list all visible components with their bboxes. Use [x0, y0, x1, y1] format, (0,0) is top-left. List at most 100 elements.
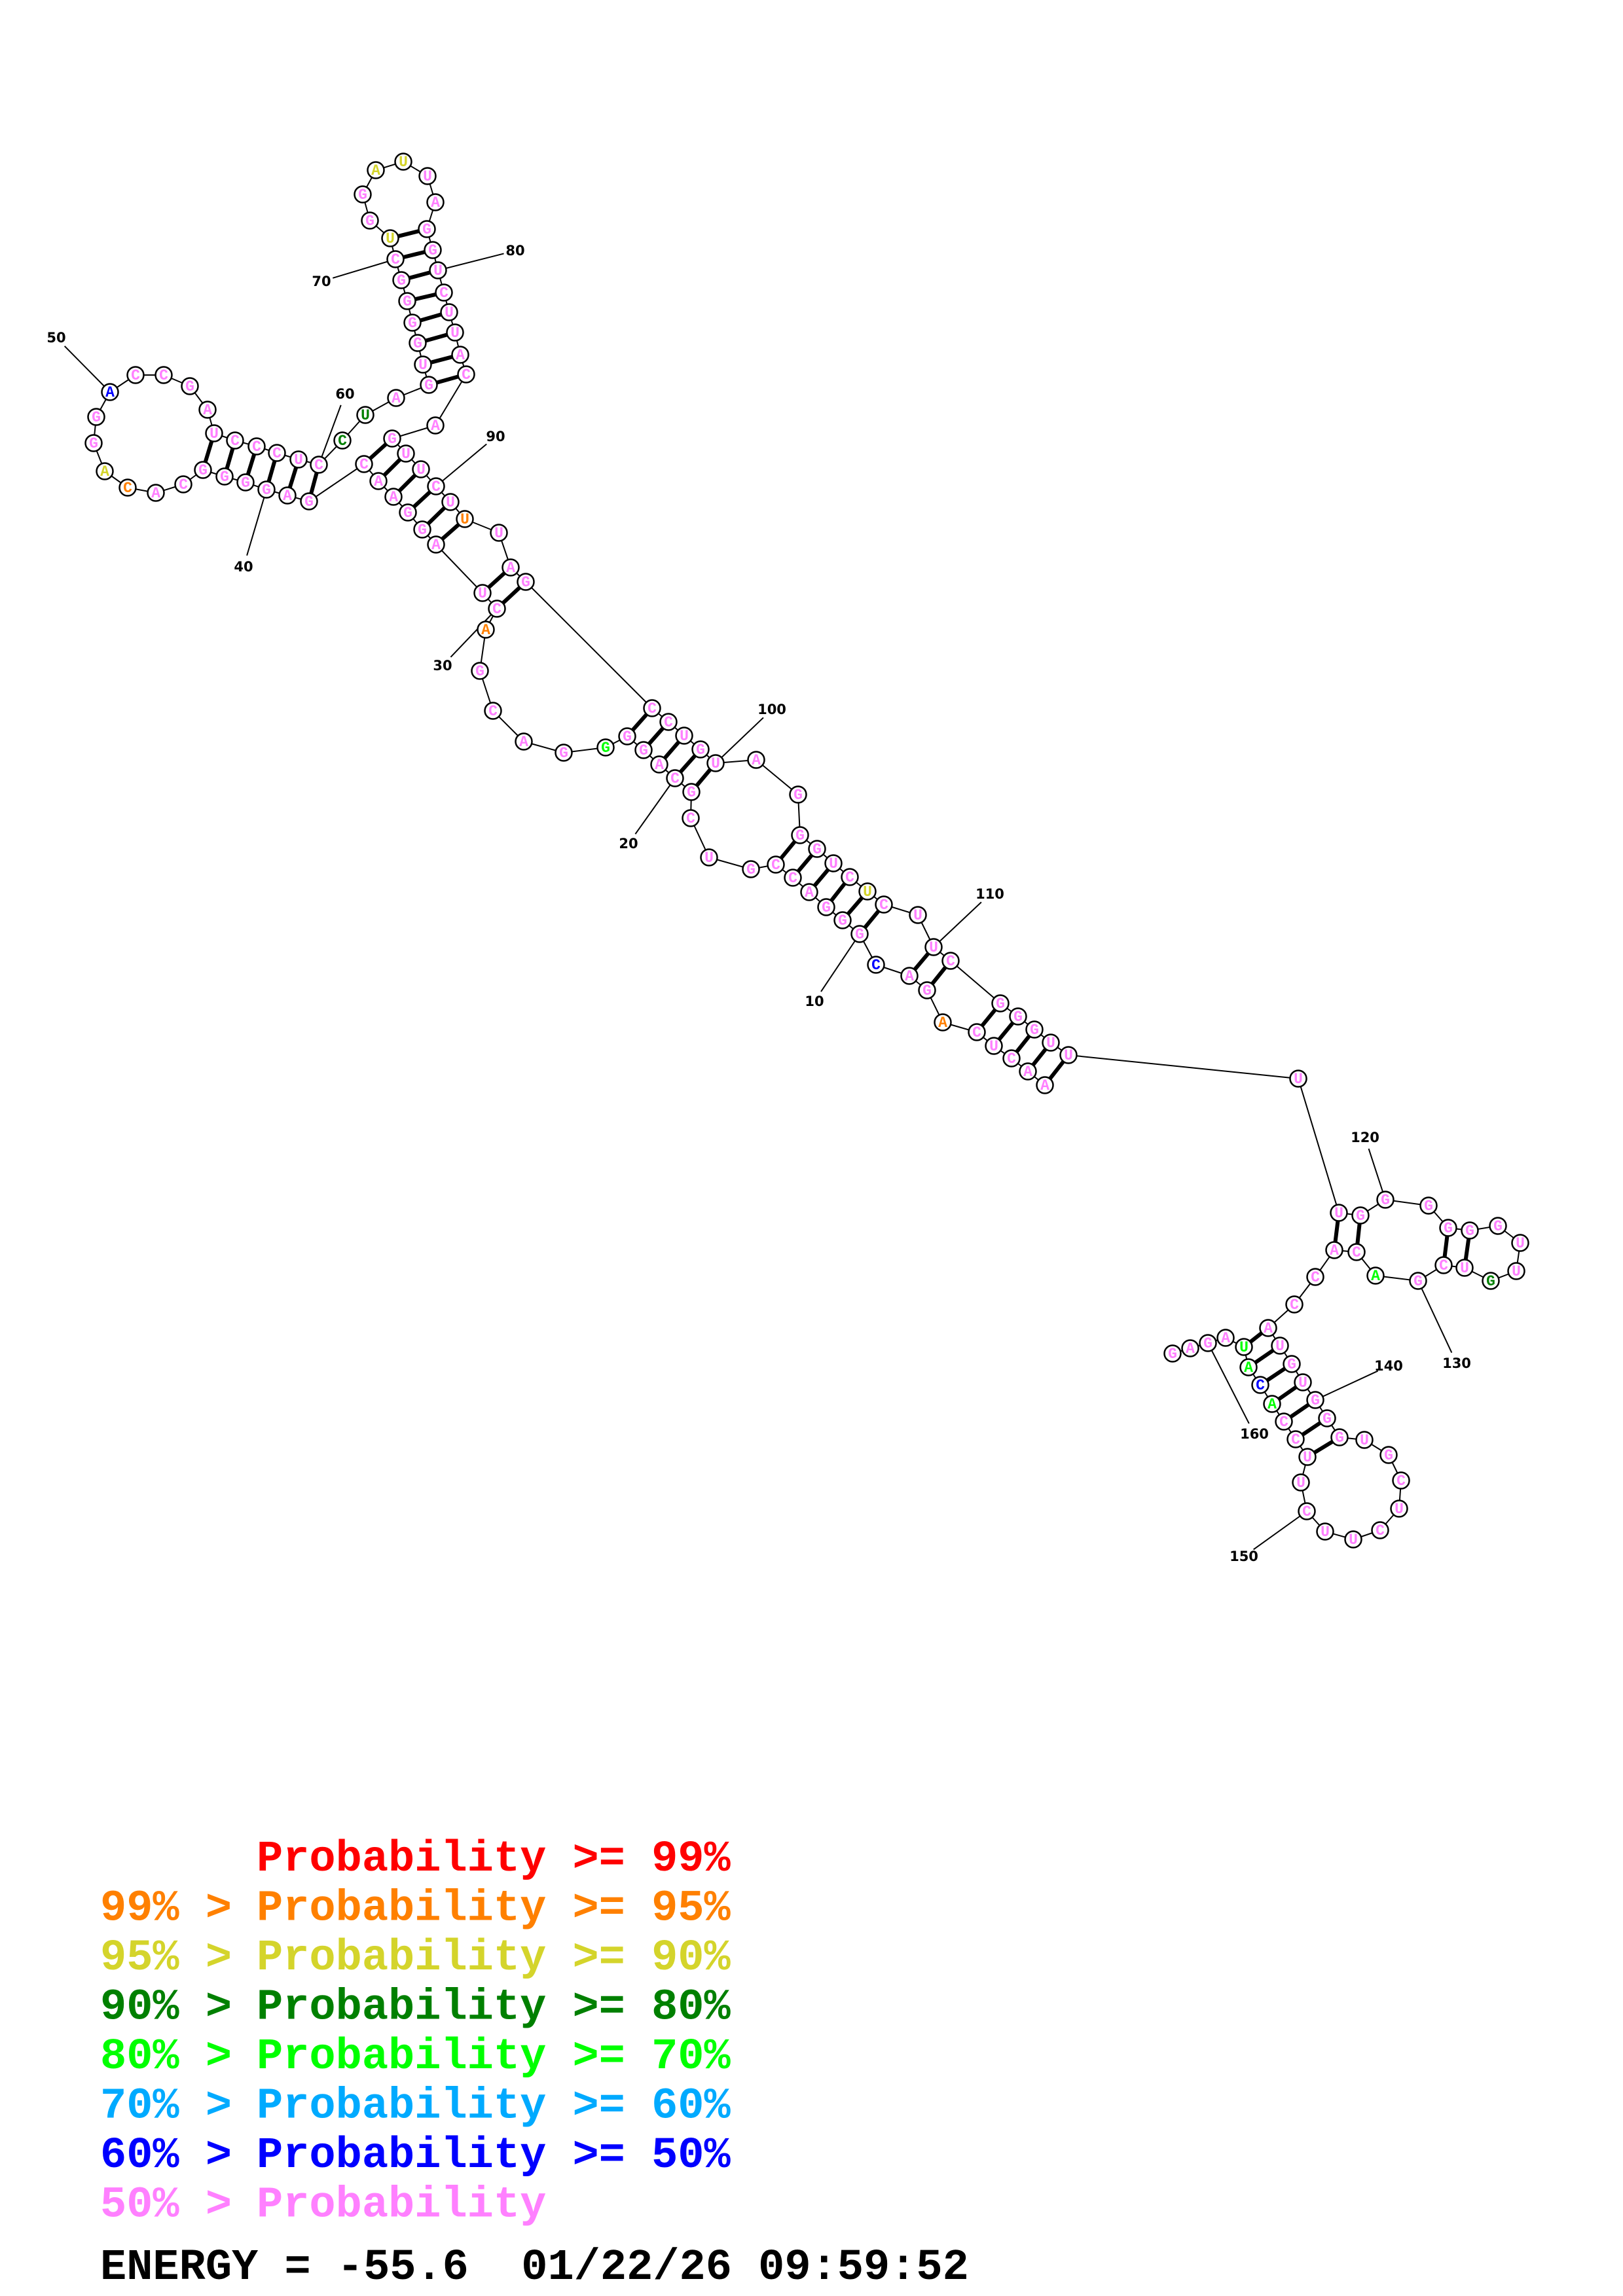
base-pair-bond [1313, 1439, 1334, 1455]
nucleotide-letter: U [1303, 1449, 1312, 1466]
nucleotide-40: G [257, 480, 276, 499]
legend-text: Probability >= 80% [257, 1983, 731, 2033]
nucleotide-letter: A [506, 560, 515, 577]
nucleotide-letter: C [871, 957, 881, 974]
nucleotide-letter: A [1244, 1359, 1253, 1376]
nucleotide-letter: U [680, 728, 689, 745]
nucleotide-letter: C [972, 1024, 981, 1041]
position-label: 10 [805, 994, 824, 1009]
nucleotide-76: U [418, 167, 437, 185]
nucleotide-letter: U [1294, 1071, 1303, 1088]
nucleotide-79: G [424, 241, 442, 259]
base-pair-bond [1249, 1331, 1264, 1344]
nucleotide-2: A [1019, 1062, 1037, 1081]
base-pair-bond [1031, 1047, 1048, 1067]
nucleotide-circle [1306, 1268, 1324, 1286]
nucleotide-letter: C [1376, 1522, 1385, 1539]
nucleotide-114: G [1025, 1020, 1044, 1039]
nucleotide-letter: C [488, 703, 498, 720]
backbone-segment [1298, 1078, 1340, 1213]
base-pair-bond [1442, 1235, 1450, 1258]
nucleotide-9: C [867, 956, 885, 974]
nucleotide-letter: A [752, 752, 761, 769]
legend-text: Probability [257, 2181, 546, 2231]
nucleotide-circle [501, 558, 520, 577]
nucleotide-80: U [429, 261, 447, 279]
base-pair-bond [980, 1008, 997, 1028]
nucleotide-letter: U [210, 425, 219, 442]
nucleotide-letter: G [1287, 1356, 1296, 1373]
legend-row: 80% > Probability >= 70% [100, 2032, 731, 2082]
nucleotide-circle [1330, 1204, 1348, 1222]
nucleotide-letter: C [252, 439, 261, 456]
nucleotide-letter: G [185, 378, 194, 395]
backbone-segment [1068, 1054, 1299, 1079]
energy-footer: ENERGY = -55.6 01/22/26 09:59:52 [100, 2243, 969, 2293]
nucleotide-letter: U [1460, 1260, 1469, 1277]
legend-prefix: 60% > [100, 2131, 258, 2181]
nucleotide-23: G [618, 727, 636, 745]
nucleotide-letter: G [559, 745, 568, 762]
nucleotide-circle [147, 484, 165, 502]
nucleotide-circle [1294, 1373, 1312, 1391]
nucleotide-circle [1286, 1430, 1305, 1448]
nucleotide-92: U [456, 510, 474, 528]
nucleotide-circle [1251, 1376, 1269, 1394]
nucleotide-43: G [194, 461, 212, 479]
nucleotide-letter: C [879, 897, 888, 914]
legend-text: Probability >= 90% [257, 1933, 731, 1983]
nucleotide-120: G [1376, 1191, 1395, 1209]
base-pair-bond [419, 312, 443, 323]
nucleotide-letter: A [1040, 1077, 1049, 1094]
nucleotide-12: G [817, 898, 835, 916]
nucleotide-circle [1283, 1355, 1301, 1373]
nucleotide-letter: C [492, 601, 501, 618]
nucleotide-circle [427, 477, 445, 495]
nucleotide-circle [403, 314, 422, 332]
nucleotide-letter: C [159, 367, 168, 384]
nucleotide-letter: G [397, 272, 406, 289]
nucleotide-circle [789, 785, 807, 804]
base-pair-bond [997, 1021, 1015, 1041]
nucleotide-3: C [1002, 1049, 1021, 1067]
nucleotide-letter: U [1296, 1475, 1305, 1492]
base-pair-bond [309, 471, 319, 495]
nucleotide-letter: G [422, 221, 431, 238]
nucleotide-47: A [96, 462, 114, 480]
nucleotide-letter: C [179, 476, 188, 493]
nucleotide-letter: A [519, 734, 528, 751]
nucleotide-letter: U [1334, 1205, 1343, 1222]
nucleotide-132: C [1347, 1243, 1366, 1261]
base-pair-bond [203, 440, 214, 463]
nucleotide-letter: A [1267, 1396, 1277, 1413]
nucleotide-circle [1199, 1334, 1217, 1352]
nucleotide-letter: G [241, 475, 250, 492]
nucleotide-letter: U [989, 1038, 998, 1055]
label-leader-line [1315, 1370, 1379, 1401]
nucleotide-90: C [427, 477, 445, 495]
base-pair-bond [382, 457, 402, 477]
nucleotide-130: G [1409, 1272, 1427, 1290]
label-leader-lines [64, 253, 1453, 1551]
nucleotide-letter: C [391, 251, 400, 268]
position-label: 20 [619, 836, 638, 852]
nucleotide-letter: U [1395, 1501, 1404, 1518]
nucleotide-103: G [791, 826, 809, 844]
nucleotide-circle [392, 271, 410, 289]
nucleotide-88: U [397, 444, 415, 463]
base-pair-bond [1254, 1348, 1275, 1365]
nucleotide-circle [691, 740, 710, 759]
legend-text: Probability >= 60% [257, 2082, 731, 2132]
nucleotide-138: G [1283, 1355, 1301, 1373]
nucleotide-117: U [1289, 1069, 1307, 1088]
nucleotide-letter: G [687, 784, 696, 801]
nucleotide-circle [354, 185, 372, 204]
nucleotide-letter: C [123, 480, 132, 497]
position-label: 160 [1240, 1426, 1269, 1442]
nucleotide-circle [517, 573, 535, 591]
nucleotide-121: G [1419, 1196, 1438, 1215]
nucleotide-21: A [650, 755, 668, 774]
nucleotide-53: G [181, 377, 199, 395]
base-pair-bond [435, 374, 460, 385]
nucleotide-letter: A [431, 194, 440, 211]
